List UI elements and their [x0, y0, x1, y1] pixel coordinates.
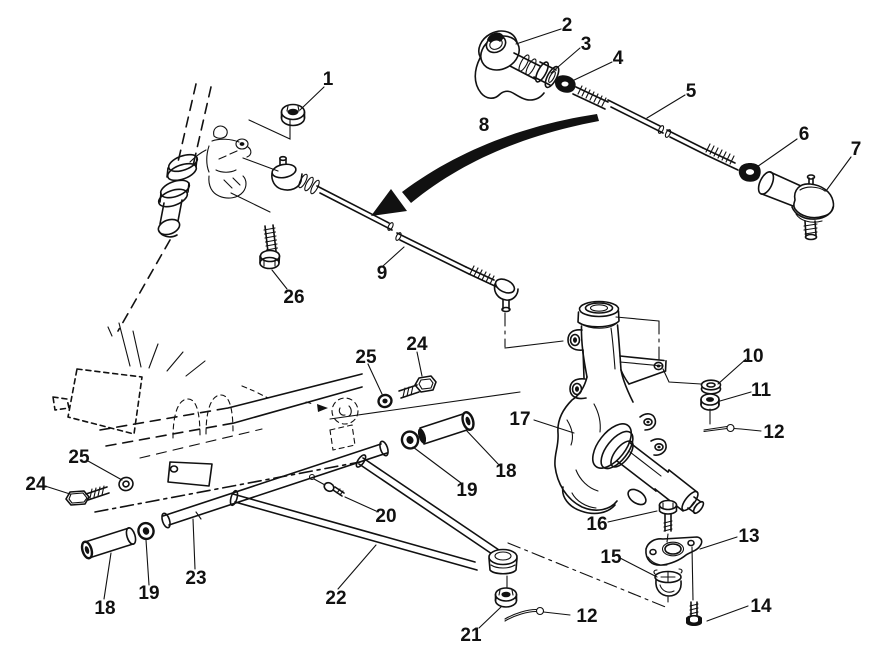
cotter-pin-12-bottom: [504, 606, 571, 622]
tie-rod-end-assembly: [478, 30, 835, 241]
callout-21: 21: [460, 625, 482, 646]
callout-17: 17: [509, 409, 530, 430]
steering-column-sketch: [117, 83, 252, 332]
callout-18-left: 18: [94, 598, 115, 619]
nut-11: [700, 393, 720, 411]
callout-20: 20: [375, 506, 396, 527]
leader-lines: [44, 28, 852, 629]
leader-bracket-to-washer10: [662, 368, 702, 385]
callout-15: 15: [600, 547, 622, 568]
callout-19-left: 19: [138, 583, 159, 604]
callout-7: 7: [851, 139, 862, 160]
callout-13: 13: [738, 526, 759, 547]
callout-6: 6: [799, 124, 810, 145]
washer-10: [700, 379, 722, 395]
callout-12-right: 12: [763, 422, 784, 443]
lower-ball-joint-group: [645, 499, 703, 626]
nut-21: [494, 587, 518, 608]
bolt-26: [259, 224, 281, 270]
callout-18-right: 18: [495, 461, 516, 482]
callout-24-left: 24: [25, 474, 47, 495]
callout-22: 22: [325, 588, 346, 609]
callout-10: 10: [742, 346, 763, 367]
steering-knuckle-17: [554, 300, 705, 515]
callout-labels: 1 2 3 4 5 6 7 8 9 10 11 12 12 13 14 15 1…: [25, 15, 861, 646]
left-pivot-hardware: [65, 461, 213, 560]
callout-23: 23: [185, 568, 206, 589]
callout-12-bottom: 12: [576, 606, 597, 627]
callout-4: 4: [613, 48, 624, 69]
torn-edge-sketch: [474, 57, 545, 101]
callout-9: 9: [377, 263, 388, 284]
cotter-pin-12-right: [703, 408, 742, 433]
assembly-direction-arrow-icon: [371, 114, 599, 216]
callout-16: 16: [586, 514, 607, 535]
callout-19-right: 19: [456, 480, 477, 501]
callout-26: 26: [283, 287, 304, 308]
callout-1: 1: [323, 69, 334, 90]
callout-5: 5: [686, 81, 697, 102]
tie-rod-9: [271, 155, 564, 349]
callout-25-left: 25: [68, 447, 90, 468]
a-arm-assembly: [161, 440, 669, 609]
callout-14: 14: [750, 596, 772, 617]
callout-11: 11: [751, 380, 772, 401]
callout-24-top: 24: [406, 334, 428, 355]
right-pivot-hardware: [377, 375, 475, 450]
callout-3: 3: [581, 34, 592, 55]
frame-sketch: [52, 322, 521, 513]
callout-25-top: 25: [355, 347, 377, 368]
callout-8: 8: [479, 115, 490, 136]
callout-2: 2: [562, 15, 573, 36]
nut-1: [280, 103, 306, 127]
